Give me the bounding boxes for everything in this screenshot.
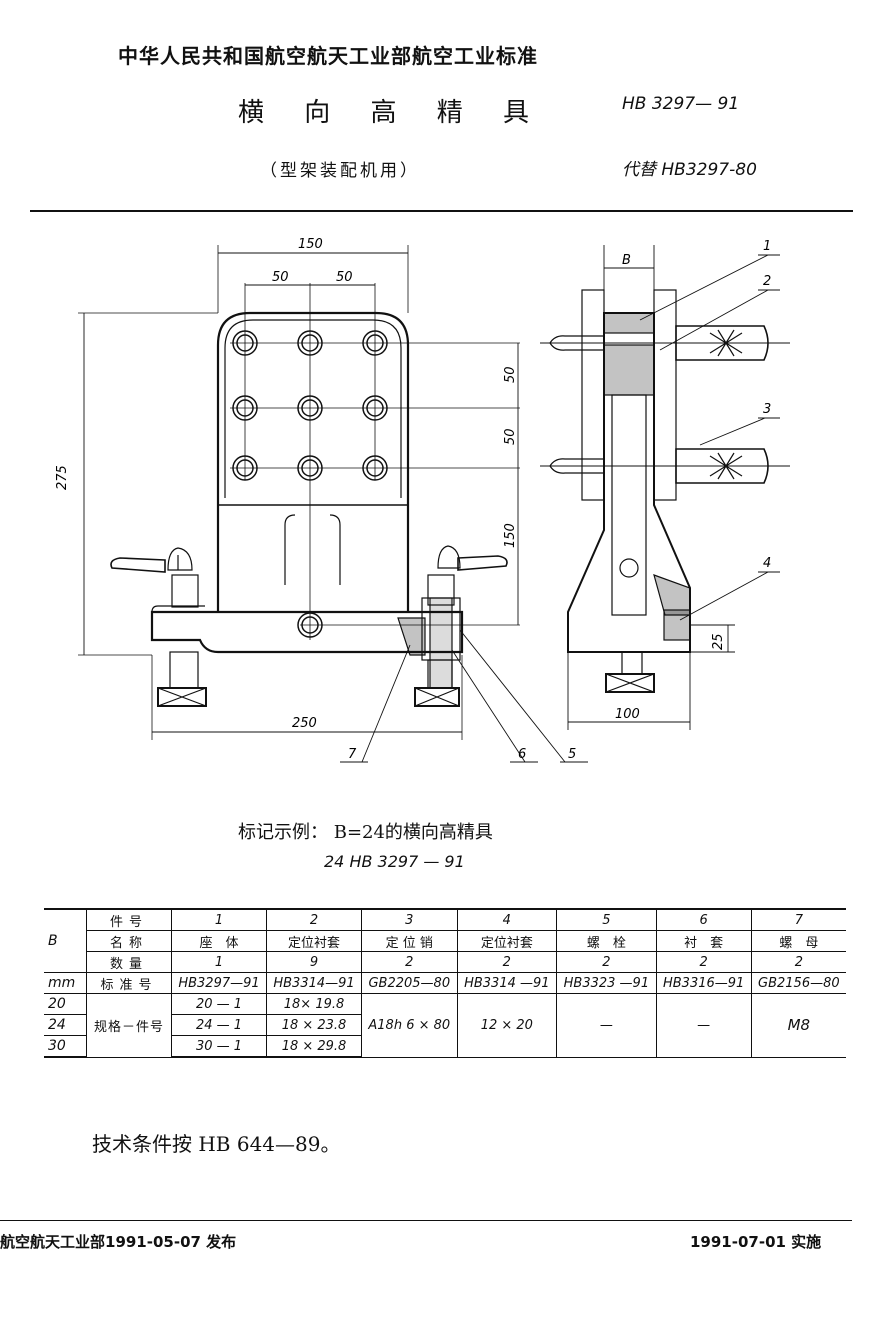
spec-col4-cell: 12 × 20 (456, 993, 558, 1058)
table-row-qty: 数量 1 9 2 2 2 2 2 (44, 951, 846, 973)
spec-col1-cell: 24 — 1 (170, 1014, 268, 1036)
part-no-cell: 5 (556, 908, 657, 931)
part-no-cell: 1 (170, 908, 268, 931)
dim-150-vertical: 150 (503, 523, 518, 548)
std-cell: HB3316—91 (655, 972, 752, 994)
std-cell: GB2205—80 (361, 972, 458, 994)
b-value-cell: 24 (44, 1014, 87, 1036)
parts-table: B 件号 1 2 3 4 5 6 7 名称 座 体 定位衬套 定 位 销 定位衬… (44, 908, 846, 1058)
table-row-spec: 24 24 — 1 18 × 23.8 (44, 1014, 846, 1036)
document-title: 横 向 高 精 具 (238, 98, 546, 128)
qty-cell: 2 (361, 951, 458, 973)
qty-cell: 2 (556, 951, 657, 973)
name-cell: 定 位 销 (361, 930, 458, 952)
callout-5: 5 (568, 747, 576, 762)
table-row-name: 名称 座 体 定位衬套 定 位 销 定位衬套 螺 栓 衬 套 螺 母 (44, 930, 846, 952)
standard-number: HB 3297— 91 (622, 94, 740, 114)
marking-example-label: 标记示例： B=24的横向高精具 (238, 822, 493, 843)
table-row-spec: 30 30 — 1 18 × 29.8 (44, 1035, 846, 1058)
b-header-cell: B (44, 908, 87, 973)
dim-275-height: 275 (55, 465, 70, 490)
table-row-part-no: B 件号 1 2 3 4 5 6 7 (44, 908, 846, 973)
label-spec: 规格－件号 (86, 993, 172, 1058)
spec-col3-cell: A18h 6 × 80 (361, 993, 458, 1058)
qty-cell: 1 (170, 951, 268, 973)
header-rule (30, 210, 853, 212)
marking-example-code: 24 HB 3297 — 91 (324, 852, 465, 871)
callout-1: 1 (763, 239, 771, 254)
std-cell: HB3314 —91 (456, 972, 558, 994)
dim-150-width: 150 (298, 237, 323, 252)
qty-cell: 2 (655, 951, 752, 973)
spec-col1-cell: 20 — 1 (170, 993, 268, 1015)
std-cell: HB3323 —91 (556, 972, 657, 994)
label-qty: 数量 (86, 951, 172, 973)
b-header: B (48, 933, 58, 949)
label-std: 标准号 (86, 972, 172, 994)
b-value-cell: 30 (44, 1035, 87, 1058)
spec-col6-cell: — (655, 993, 752, 1058)
mm-unit: mm (48, 975, 76, 991)
qty-cell: 9 (266, 951, 363, 973)
callout-7: 7 (348, 747, 357, 762)
spec-col7-cell: M8 (750, 993, 846, 1058)
issue-date: 航空航天工业部1991-05-07 发布 (0, 1233, 237, 1251)
table-row-std: mm 标准号 HB3297—91 HB3314—91 GB2205—80 HB3… (44, 972, 846, 994)
callout-6: 6 (518, 747, 526, 762)
footer-rule (0, 1220, 852, 1221)
issuing-organization: 中华人民共和国航空航天工业部航空工业标准 (118, 44, 538, 68)
dim-b-label: B (622, 253, 631, 268)
technical-conditions-note: 技术条件按 HB 644—89。 (92, 1132, 341, 1156)
qty-cell: 2 (456, 951, 558, 973)
name-cell: 定位衬套 (266, 930, 363, 952)
label-part-no: 件号 (86, 908, 172, 931)
name-cell: 衬 套 (655, 930, 752, 952)
part-no-cell: 7 (750, 908, 846, 931)
part-no-cell: 4 (456, 908, 558, 931)
document-subtitle: （型架装配机用） (260, 161, 420, 181)
part-no-cell: 2 (266, 908, 363, 931)
dim-25-height: 25 (711, 633, 726, 650)
dim-250-width: 250 (292, 716, 317, 731)
std-cell: HB3314—91 (266, 972, 363, 994)
name-cell: 螺 母 (750, 930, 846, 952)
callout-2: 2 (763, 274, 771, 289)
dim-50-vertical-upper: 50 (503, 366, 518, 383)
spec-col2-cell: 18 × 23.8 (266, 1014, 363, 1036)
spec-col5-cell: — (556, 993, 657, 1058)
spec-col2-cell: 18× 19.8 (266, 993, 363, 1015)
dim-50-vertical-lower: 50 (503, 428, 518, 445)
dim-50-first: 50 (272, 270, 289, 285)
callout-3: 3 (763, 402, 771, 417)
replaces-standard: 代替 HB3297-80 (622, 160, 757, 180)
part-no-cell: 3 (361, 908, 458, 931)
name-cell: 定位衬套 (456, 930, 558, 952)
dim-100-width: 100 (615, 707, 640, 722)
effective-date: 1991-07-01 实施 (690, 1233, 822, 1251)
std-cell: HB3297—91 (170, 972, 268, 994)
part-no-cell: 6 (655, 908, 752, 931)
callout-4: 4 (763, 556, 771, 571)
spec-col2-cell: 18 × 29.8 (266, 1035, 363, 1058)
b-value-cell: 20 (44, 993, 87, 1015)
label-name: 名称 (86, 930, 172, 952)
name-cell: 螺 栓 (556, 930, 657, 952)
table-row-spec: 20 规格－件号 20 — 1 18× 19.8 A18h 6 × 80 12 … (44, 993, 846, 1058)
technical-drawing: 150 50 50 275 50 50 150 250 B 100 25 1 2… (55, 237, 790, 763)
qty-cell: 2 (750, 951, 846, 973)
std-cell: GB2156—80 (750, 972, 846, 994)
dim-50-second: 50 (336, 270, 353, 285)
spec-col1-cell: 30 — 1 (170, 1035, 268, 1058)
mm-cell: mm (44, 972, 87, 994)
name-cell: 座 体 (170, 930, 268, 952)
